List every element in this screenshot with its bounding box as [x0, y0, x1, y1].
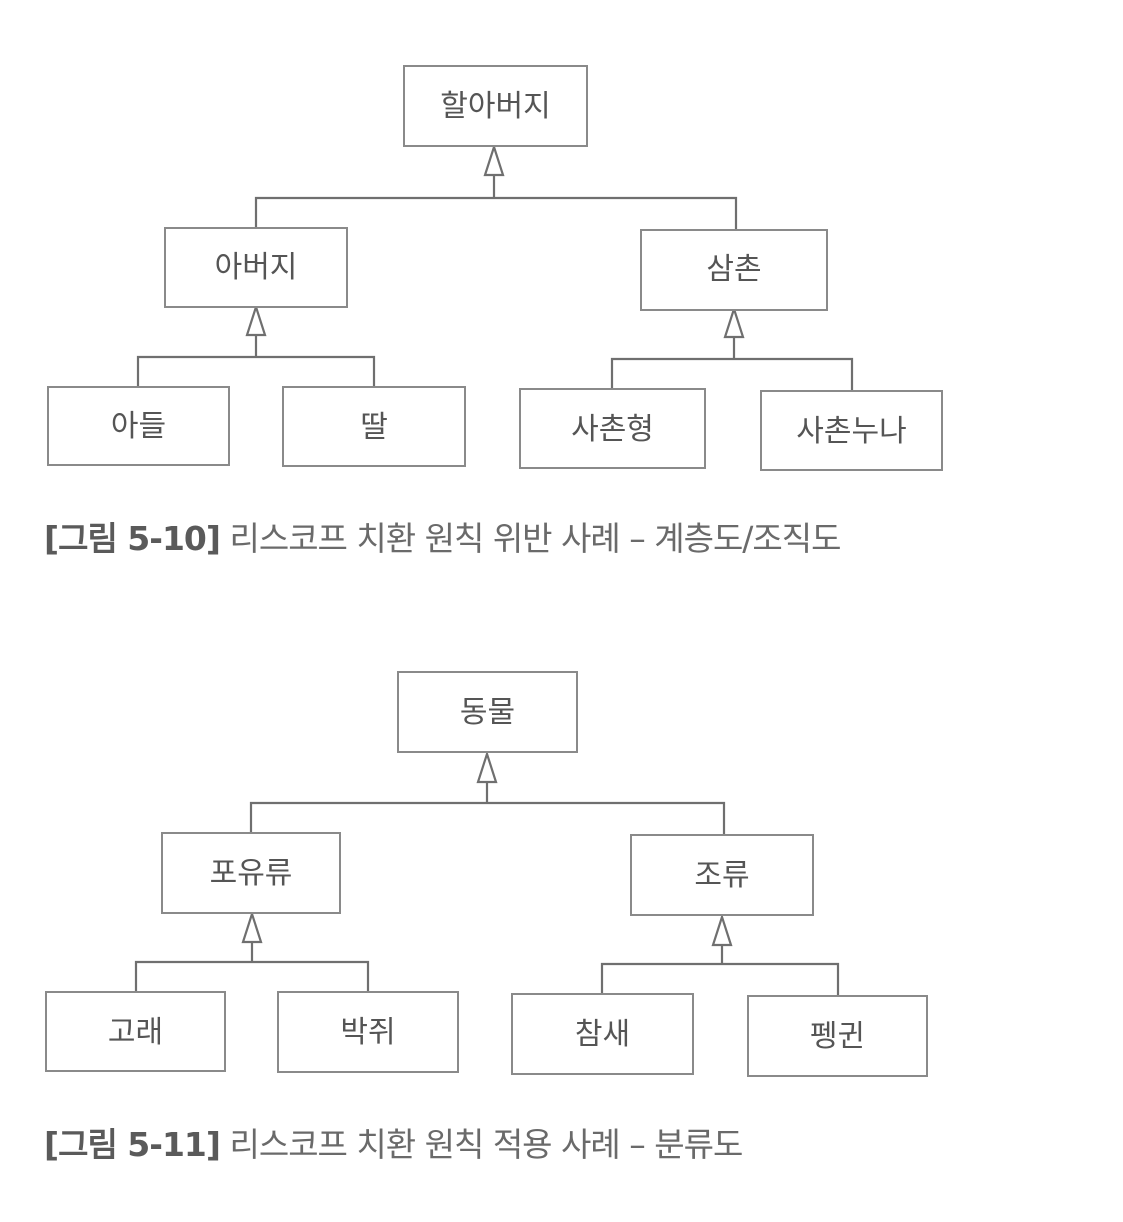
- inheritance-arrow-right: [723, 305, 745, 339]
- node-label: 펭귄: [810, 1019, 865, 1054]
- node-label: 사촌누나: [796, 414, 906, 449]
- node-right-child-2: 펭귄: [747, 995, 928, 1077]
- node-label: 조류: [694, 858, 749, 893]
- node-left-child-2: 딸: [282, 386, 466, 467]
- node-label: 박쥐: [340, 1015, 395, 1050]
- connectors-5-11: [134, 750, 840, 996]
- node-label: 할아버지: [440, 89, 550, 124]
- node-right-child-2: 사촌누나: [760, 390, 943, 471]
- node-left-child-2: 박쥐: [277, 991, 459, 1073]
- inheritance-arrow-left: [241, 910, 263, 944]
- node-root: 할아버지: [403, 65, 588, 147]
- node-root: 동물: [397, 671, 578, 753]
- caption-text: 리스코프 치환 원칙 적용 사례 – 분류도: [229, 1125, 743, 1164]
- node-label: 포유류: [210, 856, 293, 891]
- connector-right-to-children: [600, 945, 840, 996]
- node-label: 고래: [108, 1015, 163, 1050]
- connector-left-to-children: [134, 942, 370, 992]
- caption-number: [그림 5-11]: [44, 1125, 221, 1164]
- node-left: 아버지: [164, 227, 348, 308]
- connector-root-to-children: [249, 782, 726, 835]
- caption-text: 리스코프 치환 원칙 위반 사례 – 계층도/조직도: [229, 519, 841, 558]
- node-right: 조류: [630, 834, 814, 916]
- connectors-5-10: [136, 143, 854, 391]
- node-left-child-1: 아들: [47, 386, 230, 466]
- node-label: 딸: [360, 410, 388, 445]
- node-label: 아버지: [215, 250, 298, 285]
- connector-root-to-children: [254, 175, 738, 230]
- node-right-child-1: 사촌형: [519, 388, 706, 469]
- node-right: 삼촌: [640, 229, 828, 311]
- inheritance-arrow-root: [476, 750, 498, 784]
- node-label: 아들: [111, 409, 166, 444]
- node-left-child-1: 고래: [45, 991, 226, 1072]
- node-label: 삼촌: [706, 252, 761, 287]
- node-label: 동물: [460, 695, 515, 730]
- node-label: 사촌형: [571, 412, 654, 447]
- figure-5-11-diagram: 동물 포유류 조류 고래 박쥐 참새 펭귄: [45, 671, 928, 1077]
- figure-caption-5-11: [그림 5-11] 리스코프 치환 원칙 적용 사례 – 분류도: [44, 1118, 743, 1166]
- node-left: 포유류: [161, 832, 341, 914]
- inheritance-arrow-root: [483, 143, 505, 177]
- node-right-child-1: 참새: [511, 993, 694, 1075]
- connector-left-to-children: [136, 335, 376, 387]
- caption-number: [그림 5-10]: [44, 519, 221, 558]
- connector-right-to-children: [610, 337, 854, 391]
- node-label: 참새: [575, 1017, 630, 1052]
- figure-caption-5-10: [그림 5-10] 리스코프 치환 원칙 위반 사례 – 계층도/조직도: [44, 512, 842, 560]
- inheritance-arrow-left: [245, 303, 267, 337]
- inheritance-arrow-right: [711, 913, 733, 947]
- figure-5-10-diagram: 할아버지 아버지 삼촌 아들 딸 사촌형 사촌누나: [47, 65, 943, 471]
